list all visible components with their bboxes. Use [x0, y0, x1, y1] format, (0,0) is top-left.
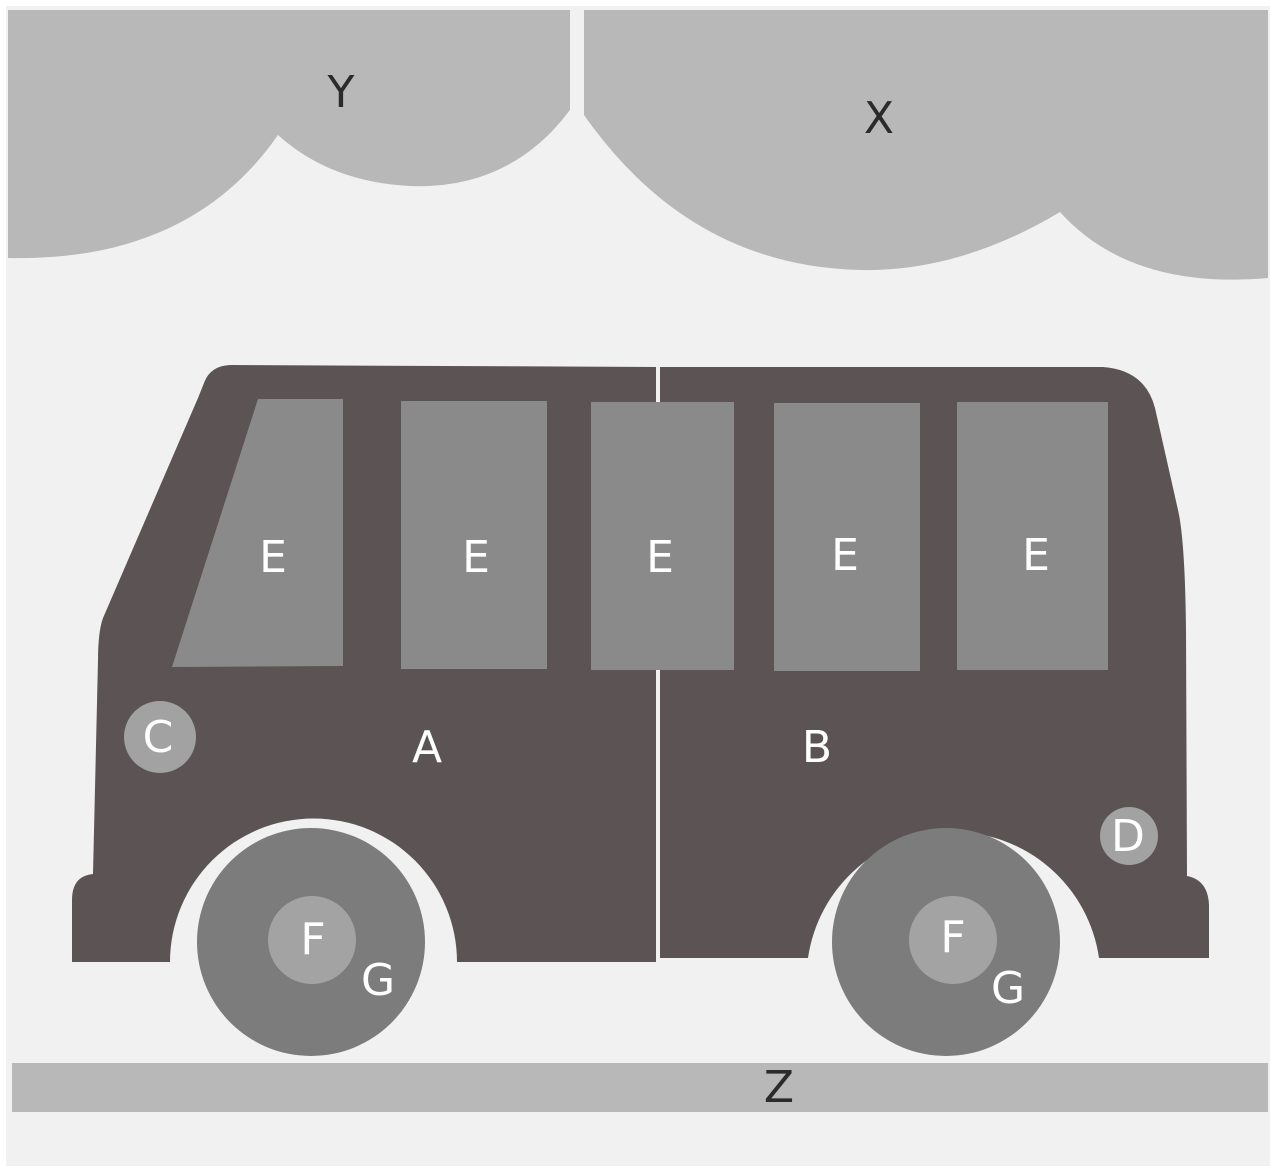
label-headlight: C — [143, 712, 174, 763]
label-body-front: A — [412, 722, 442, 773]
label-front-tire: G — [361, 955, 395, 1006]
label-body-rear: B — [802, 722, 832, 773]
label-taillight: D — [1111, 811, 1145, 862]
label-window-1: E — [259, 532, 287, 583]
label-road: Z — [764, 1062, 794, 1113]
label-window-2: E — [462, 532, 490, 583]
road — [12, 1063, 1268, 1112]
label-window-3: E — [646, 532, 674, 583]
label-cloud-x: X — [864, 93, 894, 144]
label-cloud-y: Y — [327, 67, 355, 118]
label-rear-tire: G — [991, 963, 1025, 1014]
label-front-hub: F — [300, 914, 325, 965]
label-rear-hub: F — [940, 912, 965, 963]
label-window-5: E — [1022, 530, 1050, 581]
label-window-4: E — [831, 530, 859, 581]
